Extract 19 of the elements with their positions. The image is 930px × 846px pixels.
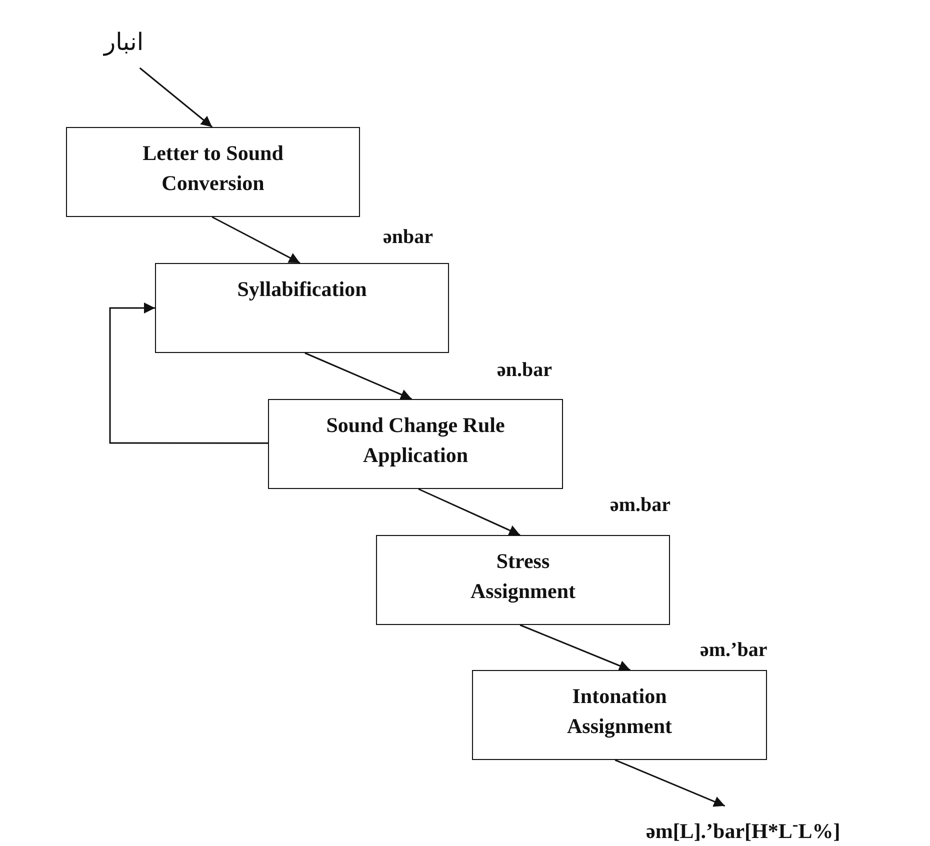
process-label: Syllabification [236,276,368,303]
arrow [418,488,520,536]
process-box [155,263,449,353]
arrow [212,216,300,264]
process-label: Intonation Assignment [566,683,673,740]
process-label: Stress Assignment [469,548,576,605]
text-label: انبار [104,28,144,56]
arrow [614,759,726,807]
process-box [472,670,767,760]
arrow [520,624,630,671]
arrow [139,67,213,128]
arrow [109,302,268,444]
process-box [268,399,563,489]
process-box [376,535,670,625]
text-label: əm[L].’bar[H*L$^{-}$L%] [646,814,840,844]
arrow [304,352,412,400]
process-box [66,127,360,217]
process-label: Letter to Sound Conversion [142,140,284,197]
process-label: Sound Change Rule Application [325,412,506,469]
